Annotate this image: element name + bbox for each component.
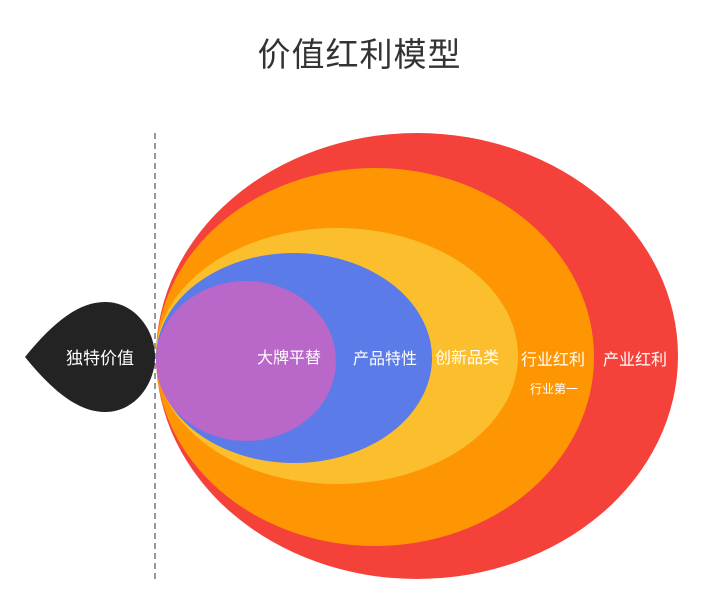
layer-label-industry-dividend: 产业红利 <box>603 350 667 369</box>
unique-value-shape <box>25 302 155 412</box>
layer-label-product-features: 产品特性 <box>353 349 417 368</box>
layer-affordable-alternative <box>156 281 336 441</box>
layer-label-sector-dividend: 行业红利 <box>521 350 585 369</box>
layer-sublabel-sector-first: 行业第一 <box>530 382 578 396</box>
diagram-title: 价值红利模型 <box>257 35 462 74</box>
layer-label-affordable-alternative: 大牌平替 <box>257 348 321 367</box>
layer-label-innovative-category: 创新品类 <box>435 348 499 367</box>
unique-value-label: 独特价值 <box>66 349 134 369</box>
